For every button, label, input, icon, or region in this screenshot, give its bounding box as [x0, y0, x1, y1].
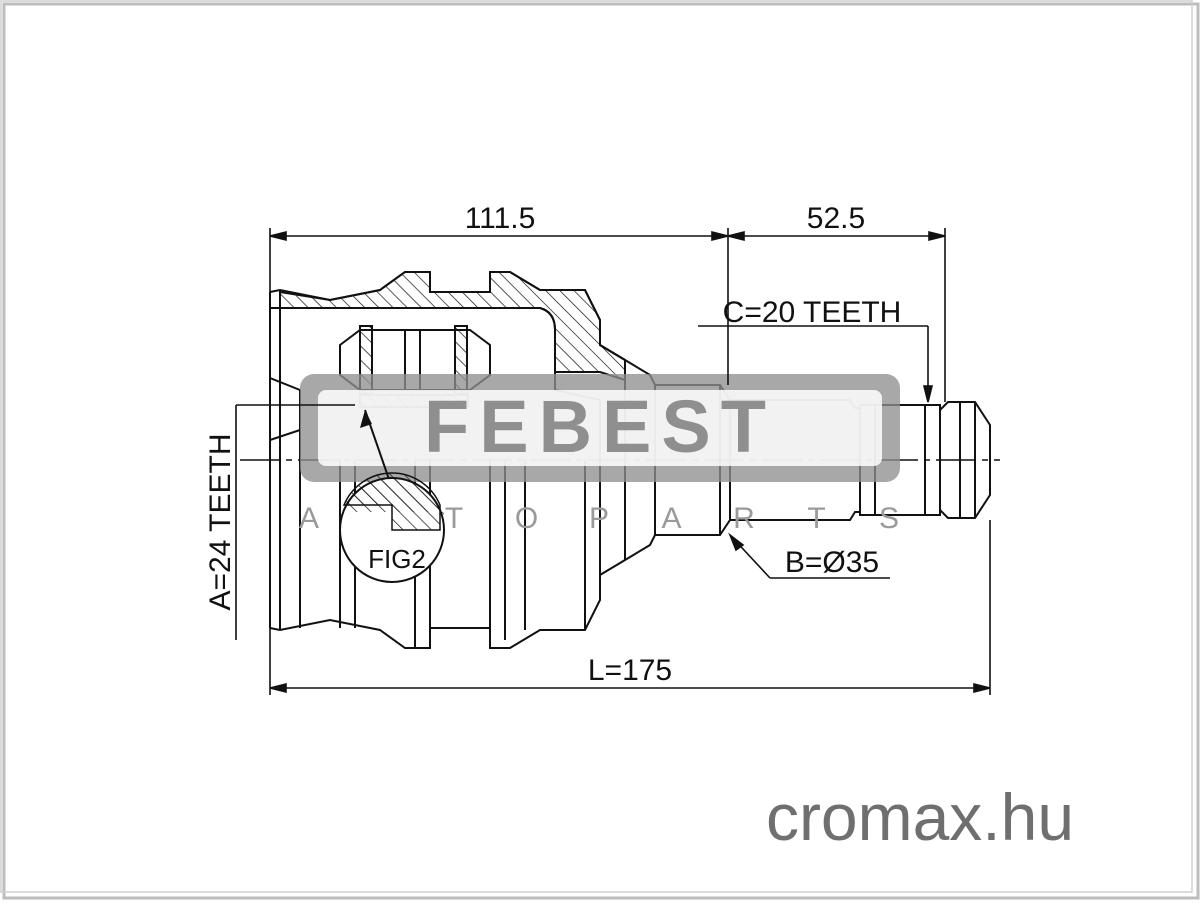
dimension-111-5: 111.5: [465, 202, 536, 235]
site-label: cromax.hu: [766, 780, 1074, 854]
watermark-tagline-letter: O: [515, 502, 540, 535]
watermark-tagline-letter: P: [589, 502, 611, 535]
dimension-overall-length: L=175: [588, 654, 672, 687]
dimension-lines: [235, 228, 991, 695]
febest-watermark: FEBEST: [300, 374, 900, 482]
dimension-52-5: 52.5: [807, 202, 865, 235]
watermark-brand: FEBEST: [424, 385, 776, 468]
fig2-label: FIG2: [368, 544, 426, 574]
watermark-tagline-letter: S: [879, 502, 901, 535]
watermark-tagline-letter: A: [661, 502, 683, 535]
label-c-teeth: C=20 TEETH: [723, 296, 902, 329]
section-hatching: [279, 271, 626, 382]
watermark-tagline-letter: A: [299, 502, 321, 535]
watermark-tagline-letter: R: [733, 502, 757, 535]
label-a-teeth: A=24 TEETH: [204, 433, 237, 610]
fig2-detail: FIG2: [339, 409, 445, 583]
watermark-tagline-letter: T: [445, 502, 465, 535]
label-b-diameter: B=Ø35: [785, 546, 879, 579]
watermark-tagline-letter: T: [807, 502, 827, 535]
